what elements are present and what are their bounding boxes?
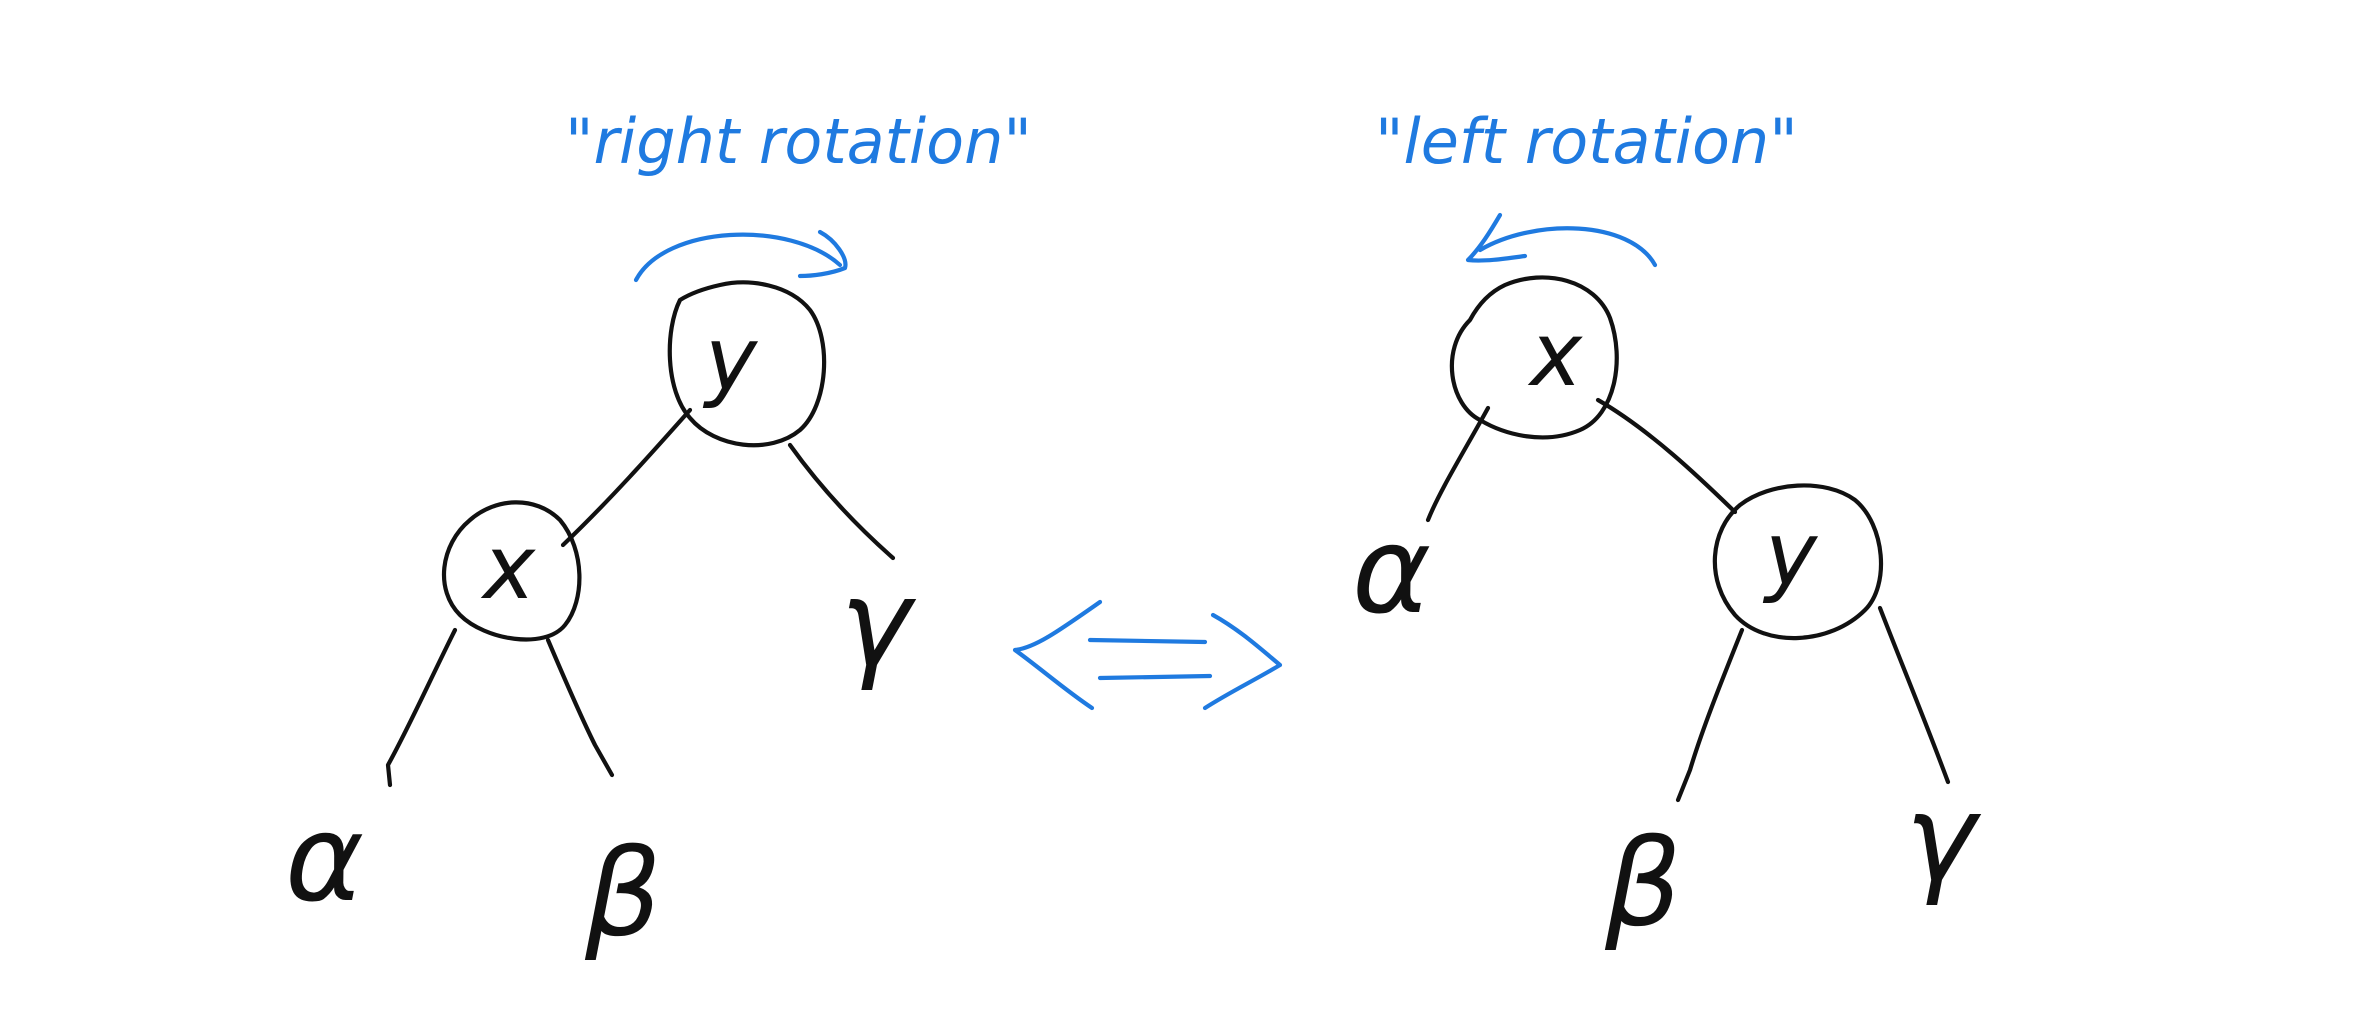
left-rotation-caption: "left rotation": [1375, 105, 1798, 178]
node-label-root: y: [702, 308, 759, 411]
edge-child-beta: [545, 637, 615, 778]
edge-root-alpha: [1425, 405, 1491, 523]
left-tree: "right rotation" y x α β γ: [285, 105, 1032, 964]
edge-child-alpha: [385, 627, 458, 788]
tree-node-child: y: [1712, 483, 1884, 641]
tree-node-root: x: [1449, 275, 1619, 440]
subtree-beta: β: [1604, 815, 1682, 954]
node-label-root: x: [1527, 303, 1583, 406]
right-rotation-caption: "right rotation": [565, 105, 1032, 178]
edge-root-gamma: [787, 442, 896, 561]
tree-node-child: x: [441, 500, 582, 642]
tree-node-root: y: [667, 280, 827, 448]
edge-root-child: [560, 407, 693, 548]
subtree-beta: β: [584, 825, 662, 964]
subtree-alpha: α: [1352, 502, 1431, 641]
node-label-child: y: [1762, 503, 1819, 606]
edge-child-beta: [1675, 627, 1745, 803]
curved-arrow-left-icon: [1465, 212, 1658, 268]
curved-arrow-right-icon: [633, 229, 848, 283]
edge-root-child: [1595, 397, 1738, 515]
edge-child-gamma: [1877, 605, 1951, 785]
double-arrow-icon: [1012, 599, 1283, 711]
right-tree: "left rotation" x y α β γ: [1352, 105, 1982, 954]
node-label-child: x: [480, 516, 536, 619]
subtree-alpha: α: [285, 790, 364, 929]
subtree-gamma: γ: [840, 555, 917, 694]
subtree-gamma: γ: [1905, 770, 1982, 909]
